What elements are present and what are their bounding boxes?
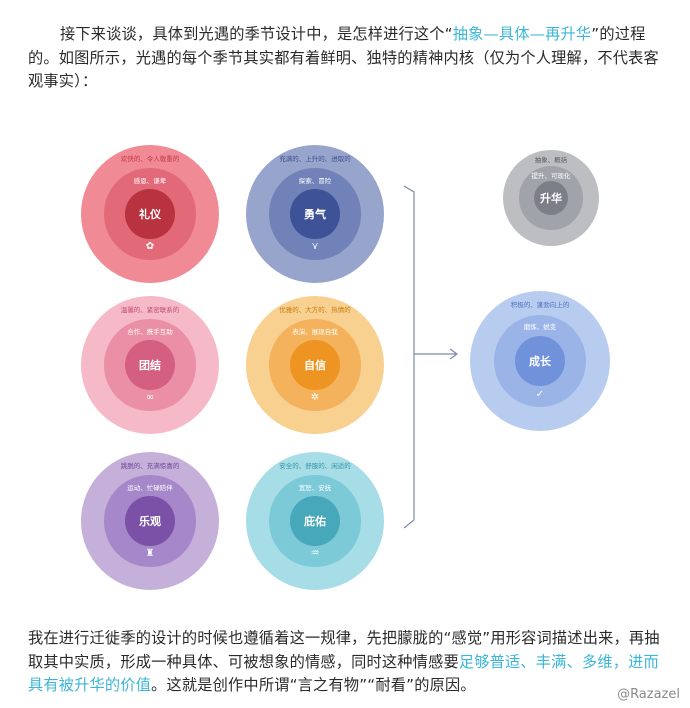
outro-paragraph: 我在进行迁徙季的设计的时候也遵循着这一规律，先把朦胧的“感觉”用形容词描述出来，… bbox=[28, 627, 668, 698]
bracket-line bbox=[403, 185, 415, 529]
right-circle-2-mid-label: 磨炼、蜕变 bbox=[523, 323, 557, 332]
intro-paragraph: 接下来谈谈，具体到光遇的季节设计中，是怎样进行这个“抽象—具体—再升华”的过程的… bbox=[28, 23, 668, 94]
season-2-mid-label: 探索、冒险 bbox=[298, 176, 332, 185]
season-5-core-ring bbox=[125, 496, 175, 546]
right-circle-2-outer-label: 积极的、蓬勃向上的 bbox=[510, 300, 570, 309]
season-6-mid-label: 宽恕、安抚 bbox=[298, 483, 332, 492]
season-6-outer-label: 安全的、舒服的、闲适的 bbox=[279, 461, 351, 470]
season-3-mid-label: 合作、携手互助 bbox=[127, 327, 173, 336]
season-5-outer-label: 跳脱的、充满惊喜的 bbox=[120, 461, 180, 470]
outro-text-2: 。这就是创作中所谓“言之有物”“耐看”的原因。 bbox=[151, 676, 476, 694]
season-2-core-ring bbox=[290, 189, 340, 239]
arrow-head bbox=[449, 348, 459, 360]
right-circle-1-core-label: 升华 bbox=[540, 192, 562, 205]
outro-text-1: 我在进行迁徙季的设计的时候也遵循着这一规律，先把朦胧的“感觉”用形容词描述出来，… bbox=[28, 629, 660, 671]
season-3-core-ring bbox=[125, 340, 175, 390]
season-5-core-label: 乐观 bbox=[139, 515, 161, 528]
outro-highlight: 足够普适、丰满、多维，进而具有被升华的价值 bbox=[28, 652, 659, 695]
season-5-emblem-icon: ♜ bbox=[145, 548, 155, 560]
season-1-mid-label: 感恩、谦卑 bbox=[133, 176, 167, 185]
season-6-emblem-icon: ♒ bbox=[310, 548, 320, 560]
right-circle-1-outer-label: 抽象、概括 bbox=[534, 156, 568, 165]
season-1-core-label: 礼仪 bbox=[139, 208, 161, 221]
season-3-outer-label: 温馨的、紧密联系的 bbox=[120, 305, 180, 314]
intro-text-1: 接下来谈谈，具体到光遇的季节设计中，是怎样进行这个“ bbox=[60, 25, 453, 43]
season-1-emblem-icon: ✿ bbox=[145, 241, 155, 253]
intro-highlight: 抽象—具体—再升华 bbox=[452, 25, 592, 43]
season-6-core-ring bbox=[290, 496, 340, 546]
right-circle-2-emblem-icon: ✓ bbox=[535, 388, 545, 400]
intro-text-2: ”的过程的。如图所示，光遇的每个季节其实都有着鲜明、独特的精神内核（仅为个人理解… bbox=[28, 25, 659, 90]
season-2-emblem-icon: ⋎ bbox=[311, 241, 319, 253]
right-circle-2-core-ring bbox=[514, 335, 566, 387]
watermark: @Razazel bbox=[617, 687, 680, 702]
season-5-mid-label: 运动、忙碌陪伴 bbox=[127, 483, 173, 492]
season-1-outer-label: 欢快的、令人敬重的 bbox=[120, 154, 180, 163]
season-2-core-label: 勇气 bbox=[304, 208, 326, 221]
season-2-outer-label: 充满的、上升的、进取的 bbox=[279, 154, 351, 163]
season-4-core-label: 自信 bbox=[304, 359, 326, 372]
season-6-core-label: 庇佑 bbox=[304, 515, 326, 528]
right-circle-2-core-label: 成长 bbox=[529, 355, 551, 368]
season-3-emblem-icon: ∞ bbox=[145, 392, 155, 404]
season-3-core-label: 团结 bbox=[139, 359, 161, 372]
season-1-core-ring bbox=[125, 189, 175, 239]
season-4-mid-label: 表演、展现自我 bbox=[292, 327, 338, 336]
season-4-outer-label: 优雅的、大方的、热情的 bbox=[279, 305, 351, 314]
season-4-core-ring bbox=[290, 340, 340, 390]
right-circle-1-mid-label: 提升、可现化 bbox=[531, 171, 571, 180]
right-circle-1-core-ring bbox=[533, 180, 569, 216]
season-4-emblem-icon: ✲ bbox=[310, 392, 320, 404]
